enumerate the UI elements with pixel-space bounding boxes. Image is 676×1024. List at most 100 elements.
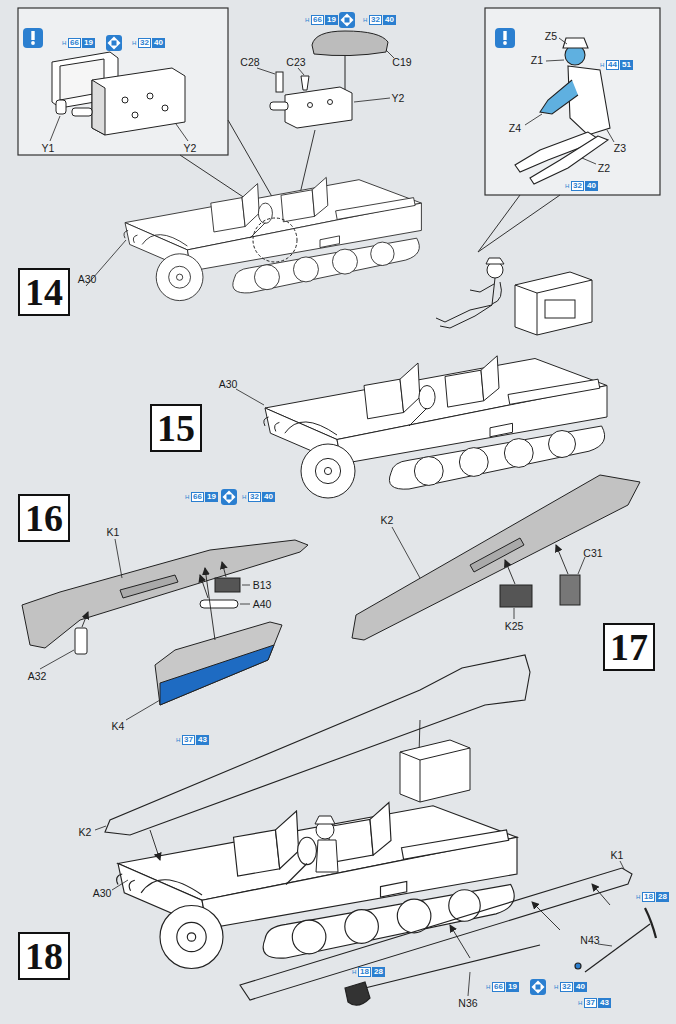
paint-code: 40 (585, 181, 598, 191)
paint-code: 18 (358, 967, 371, 977)
side-panel (352, 475, 640, 640)
step-number-box: 15 (150, 404, 202, 452)
step-number: 17 (610, 628, 648, 666)
step-number: 16 (25, 499, 63, 537)
leader-line (354, 98, 390, 102)
paint-prefix: H (242, 494, 246, 500)
part-label: K4 (112, 721, 125, 732)
ammo-crate (515, 272, 592, 335)
leader-line (468, 972, 470, 996)
seat-assembly (285, 87, 352, 128)
step-number-box: 17 (603, 623, 655, 671)
seat-frame (56, 100, 66, 114)
side-panel (500, 585, 532, 607)
leader-line (582, 158, 596, 164)
paint-code: 32 (571, 181, 584, 191)
paint-code: 32 (248, 492, 261, 502)
leader-line (40, 650, 74, 669)
part-label: B13 (253, 580, 272, 591)
part-label: Y2 (392, 93, 405, 104)
driver-figure (470, 284, 494, 292)
side-panel (240, 868, 632, 1000)
side-panel (105, 655, 530, 835)
side-panel (120, 575, 178, 598)
leader-line (95, 826, 106, 830)
side-panel (155, 622, 282, 705)
assembly-arrow (505, 545, 568, 584)
seat-frame (122, 97, 128, 103)
paint-code: 32 (138, 38, 151, 48)
leader-line (298, 68, 304, 75)
seat-assembly (270, 102, 288, 110)
part-label: A40 (253, 599, 272, 610)
seat-assembly (301, 76, 309, 90)
paint-code: 32 (560, 982, 573, 992)
leader-line (578, 557, 585, 574)
assembly-arrow (592, 884, 610, 905)
leader-line (242, 585, 250, 586)
seat-frame (92, 68, 185, 135)
seat-assembly (308, 103, 313, 108)
pickaxe-tool (575, 963, 581, 969)
leader-line (392, 527, 420, 578)
ammo-crate (420, 748, 470, 760)
ammo-crate (537, 280, 592, 293)
driver-figure (436, 258, 504, 328)
assembly-arrow (82, 612, 88, 627)
leader-line (115, 539, 122, 578)
step-number-box: 18 (18, 932, 70, 980)
leader-line (514, 608, 515, 619)
ammo-crate (420, 760, 421, 802)
paint-code: 66 (492, 982, 505, 992)
leader-line (525, 114, 542, 125)
crew-figure (563, 38, 588, 48)
leader-line (607, 130, 614, 142)
side-panel (22, 540, 308, 705)
crew-figure (515, 38, 610, 184)
step-number-box: 16 (18, 494, 70, 542)
seat-assembly (328, 100, 333, 105)
seat-frame (147, 93, 153, 99)
paint-code: 18 (642, 892, 655, 902)
leader-line (176, 124, 188, 141)
part-label: Z2 (598, 163, 610, 174)
leader-line (40, 539, 250, 720)
step-number: 14 (25, 273, 63, 311)
paint-code: 19 (205, 492, 218, 502)
seat-frame (92, 80, 105, 135)
paint-prefix: H (352, 969, 356, 975)
halftrack-vehicle (124, 177, 421, 300)
leader-line (620, 861, 624, 869)
paint-code: 19 (82, 38, 95, 48)
part-label: K2 (381, 515, 394, 526)
paint-prefix: H (600, 62, 604, 68)
assembly-arrow (205, 568, 215, 640)
assembly-arrow (222, 562, 226, 577)
paint-mix-icon (106, 12, 546, 995)
part-label: Z4 (509, 123, 521, 134)
halftrack-vehicle (264, 356, 607, 498)
ammo-crate (400, 752, 420, 760)
pickaxe-tool (585, 924, 650, 972)
inset-tail (478, 195, 560, 252)
part-label: K25 (505, 621, 524, 632)
paint-prefix: H (565, 183, 569, 189)
step-number-box: 14 (18, 268, 70, 316)
detail-inset (18, 8, 660, 195)
part-label: Z5 (545, 31, 557, 42)
paint-code: 19 (325, 15, 338, 25)
paint-code: 66 (191, 492, 204, 502)
leader-line (236, 389, 264, 405)
assembly-arrow (150, 720, 610, 958)
part-label: A30 (219, 379, 238, 390)
paint-code: 66 (311, 15, 324, 25)
seat-assembly (312, 31, 388, 56)
paint-prefix: H (305, 17, 309, 23)
paint-code: 19 (506, 982, 519, 992)
assembly-arrow (556, 545, 568, 574)
driver-figure (316, 840, 338, 872)
side-panel (352, 475, 640, 640)
pickaxe-tool (645, 908, 656, 938)
